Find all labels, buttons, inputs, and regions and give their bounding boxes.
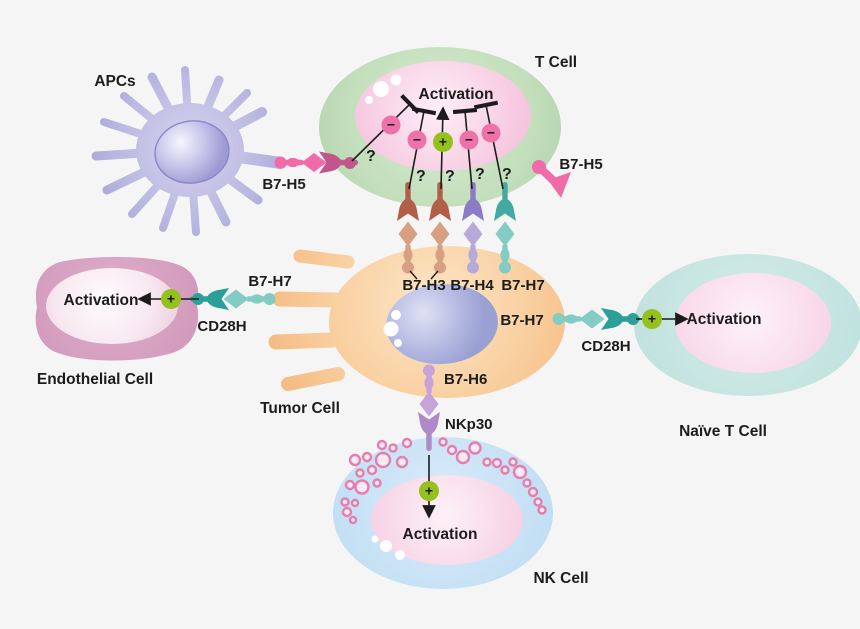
tumor-cell-nucleus <box>386 283 498 365</box>
nk-cell-label: NK Cell <box>533 570 588 587</box>
endothelial-activation-label: Activation <box>64 292 139 309</box>
question-mark: ? <box>366 148 376 165</box>
naive-t-cell-nucleus <box>675 273 831 373</box>
b7h3-label-ticks <box>409 270 439 280</box>
plus-sign: + <box>167 291 175 307</box>
minus-badge <box>459 130 479 150</box>
plus-badge <box>642 309 662 329</box>
t-cell-sign-badges: − − + − − <box>381 115 501 152</box>
nk-vesicles <box>371 535 405 560</box>
b7h5-soluble-label: B7-H5 <box>559 156 602 173</box>
minus-sign: − <box>413 132 421 148</box>
nk-granules <box>340 437 547 525</box>
tumor-cell-label: Tumor Cell <box>260 400 340 417</box>
nk-cell-nucleus <box>371 475 523 565</box>
minus-sign: − <box>465 132 473 148</box>
inhibit-line-b7h3-1 <box>408 106 437 190</box>
cd28h-left-label: CD28H <box>197 318 246 335</box>
t-cell-activation-label: Activation <box>419 86 494 103</box>
minus-sign: − <box>387 117 395 133</box>
question-mark: ? <box>475 166 485 183</box>
endothelial-activation-signal: + <box>137 289 199 309</box>
t-cell-signal-lines <box>351 93 504 190</box>
question-mark: ? <box>416 168 426 185</box>
question-marks: ? ? ? ? ? <box>366 148 512 185</box>
b7h7-top-label: B7-H7 <box>501 277 544 294</box>
tumor-cell <box>268 246 565 398</box>
nk-activation-signal: + <box>419 455 439 519</box>
apc-label: APCs <box>94 73 135 90</box>
b7h7-left-label: B7-H7 <box>248 273 291 290</box>
cd28h-right-label: CD28H <box>581 338 630 355</box>
apc-cell <box>91 66 287 236</box>
minus-badge <box>407 130 427 150</box>
naive-t-cell-label: Naïve T Cell <box>679 423 767 440</box>
question-mark: ? <box>445 168 455 185</box>
b7h3-label: B7-H3 <box>402 277 445 294</box>
inhibit-line-b7h4 <box>452 107 478 190</box>
naive-activation-signal: + <box>636 309 689 329</box>
naive-activation-label: Activation <box>687 311 762 328</box>
plus-sign: + <box>425 483 433 499</box>
plus-badge <box>419 481 439 501</box>
question-mark: ? <box>502 166 512 183</box>
cd28h-receptor-anchor <box>627 313 639 325</box>
plus-badge <box>433 132 453 152</box>
naive-t-cell <box>634 254 860 396</box>
apc-nucleus <box>154 120 230 184</box>
plus-sign: + <box>648 311 656 327</box>
endothelial-cell <box>35 256 199 361</box>
t-cell-vesicles <box>365 74 402 104</box>
tumor-cell-pseudopods <box>268 249 355 391</box>
minus-badge <box>381 115 401 135</box>
endothelial-cell-label: Endothelial Cell <box>37 371 153 388</box>
nk-activation-label: Activation <box>403 526 478 543</box>
minus-sign: − <box>487 125 495 141</box>
b7h5-soluble-icon <box>532 160 571 198</box>
inhibit-line-b7h5 <box>351 93 420 162</box>
nkp30-label: NKp30 <box>445 416 493 433</box>
b7h4-label: B7-H4 <box>450 277 494 294</box>
plus-badge <box>161 289 181 309</box>
b7h7-right-label: B7-H7 <box>500 312 543 329</box>
endothelial-cell-nucleus <box>46 268 178 344</box>
inhibit-line-b7h7 <box>473 100 504 190</box>
minus-badge <box>481 123 501 143</box>
plus-sign: + <box>439 134 447 150</box>
b7h6-label: B7-H6 <box>444 371 487 388</box>
naive-b7h7-cd28h-pair <box>552 308 640 330</box>
b7h5-apc-label: B7-H5 <box>262 176 305 193</box>
t-cell-label: T Cell <box>535 54 577 71</box>
nk-cell <box>333 437 553 589</box>
tumor-nucleus-vesicles <box>383 310 402 347</box>
